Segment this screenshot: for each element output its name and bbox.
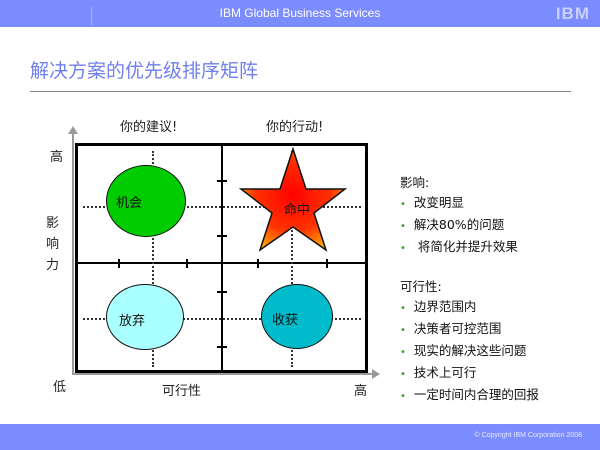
x-axis-arrow-icon: [372, 369, 380, 379]
impact-panel: 影响: •改变明显 •解决80%的问题 • 将简化并提升效果: [400, 173, 518, 259]
feasibility-item: •技术上可行: [400, 365, 477, 380]
impact-item: • 将简化并提升效果: [400, 239, 518, 254]
tick: [118, 259, 120, 268]
tick: [257, 259, 259, 268]
header-divider: [91, 7, 92, 25]
feasibility-heading: 可行性:: [400, 279, 442, 294]
feasibility-item: •决策者可控范围: [400, 321, 502, 336]
opportunity-label: 机会: [116, 196, 143, 211]
tick: [217, 291, 227, 293]
tick: [326, 259, 328, 268]
opportunity-ellipse: [106, 165, 186, 237]
tick: [217, 180, 227, 182]
matrix-horizontal-divider: [76, 262, 367, 264]
feasibility-panel: 可行性: •边界范围内 •决策者可控范围 •现实的解决这些问题 •技术上可行 •…: [400, 277, 539, 407]
origin-low-label: 低: [53, 380, 67, 395]
title-divider: [30, 91, 571, 92]
abandon-ellipse: [106, 284, 184, 350]
header-bar: IBM Global Business Services IBM: [0, 0, 600, 27]
y-axis-label-char-2: 响: [46, 237, 60, 252]
guide-line: [291, 151, 293, 367]
guide-line: [83, 206, 361, 208]
y-axis-label-char-1: 影: [46, 216, 60, 231]
copyright-text: © Copyright IBM Corporation 2008: [474, 432, 583, 439]
bullet-icon: •: [400, 325, 406, 336]
feasibility-item: •一定时间内合理的回报: [400, 387, 539, 402]
matrix-vertical-divider: [221, 144, 223, 372]
bullet-icon: •: [400, 303, 406, 314]
harvest-ellipse: [261, 284, 333, 349]
x-axis-label: 可行性: [162, 384, 202, 399]
guide-line: [83, 318, 361, 320]
footer-bar: © Copyright IBM Corporation 2008: [0, 424, 600, 450]
abandon-label: 放弃: [119, 314, 146, 329]
column-header-suggestion: 你的建议!: [120, 120, 178, 135]
hit-label: 命中: [284, 203, 311, 218]
feasibility-item: •现实的解决这些问题: [400, 343, 527, 358]
x-axis-line: [72, 373, 372, 375]
tick: [186, 259, 188, 268]
tick: [217, 346, 227, 348]
y-axis-high-label: 高: [50, 150, 64, 165]
column-header-action: 你的行动!: [266, 120, 324, 135]
impact-item: •改变明显: [400, 195, 464, 210]
tick: [217, 235, 227, 237]
impact-heading: 影响:: [400, 175, 430, 190]
star-icon: [238, 146, 348, 252]
x-axis-high-label: 高: [354, 384, 368, 399]
y-axis-arrow-icon: [68, 126, 78, 134]
y-axis-line: [72, 132, 74, 375]
ibm-logo: IBM: [555, 4, 590, 23]
impact-item: •解决80%的问题: [400, 217, 505, 232]
guide-line: [152, 151, 154, 367]
bullet-icon: •: [400, 347, 406, 358]
header-title: IBM Global Business Services: [219, 6, 381, 20]
harvest-label: 收获: [272, 313, 299, 328]
feasibility-item: •边界范围内: [400, 299, 477, 314]
bullet-icon: •: [400, 369, 406, 380]
bullet-icon: •: [400, 199, 406, 210]
page-title: 解决方案的优先级排序矩阵: [30, 60, 259, 82]
bullet-icon: •: [400, 391, 406, 402]
y-axis-label-char-3: 力: [46, 258, 60, 273]
bullet-icon: •: [400, 221, 406, 232]
bullet-icon: •: [400, 243, 406, 254]
